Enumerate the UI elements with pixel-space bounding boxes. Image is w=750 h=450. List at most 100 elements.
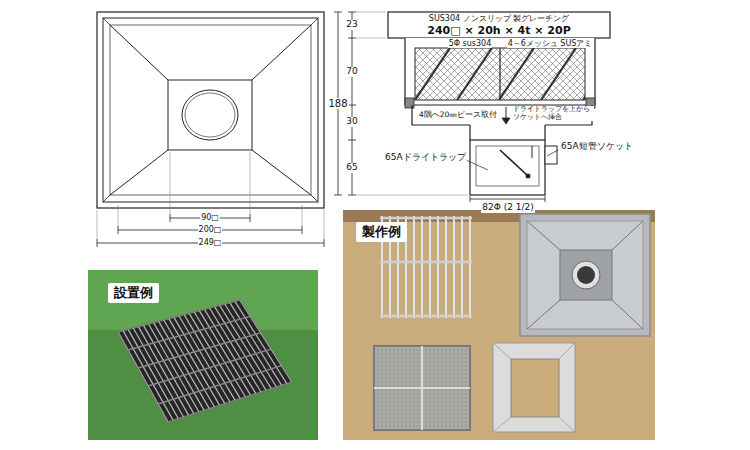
bar-5phi: [499, 48, 534, 100]
grating-crossbar: [380, 315, 472, 318]
assembly-note: ドライトラップを上から ソケットへ挿合: [512, 106, 594, 121]
grating-bars: [118, 300, 292, 422]
plan-slope-line: [311, 195, 318, 202]
socket-section: [470, 140, 545, 195]
mesh-wire: [446, 48, 498, 100]
plan-inner: [103, 18, 318, 202]
grating-bar: [453, 216, 455, 318]
extension-line: [356, 38, 386, 39]
photo-caption-box: 設置例: [108, 283, 159, 303]
mesh-hatch: [415, 48, 585, 100]
grating-crossbar: [380, 217, 472, 220]
outlet-ring: [572, 261, 600, 289]
grating-bar: [469, 216, 471, 318]
extension-line: [97, 210, 98, 239]
mesh-wire: [446, 48, 498, 100]
grating-section: [388, 12, 610, 38]
cross-bar: [148, 349, 271, 386]
insert-arrow: [506, 107, 507, 119]
dimension-tick: [545, 196, 546, 202]
mesh-wire: [495, 48, 547, 100]
frame-edge: [559, 417, 575, 432]
dry-trap: [476, 146, 539, 186]
mesh-wire: [481, 48, 533, 100]
plan-slope-line: [110, 25, 168, 80]
plan-outlet-circle: [182, 90, 238, 140]
dimension-tick: [250, 214, 251, 222]
basket-photo: [374, 346, 470, 430]
mesh-wire: [572, 48, 585, 100]
grating-bar: [445, 216, 447, 318]
extension-line: [118, 205, 119, 226]
leader-line: [547, 150, 558, 156]
mesh-wire: [432, 48, 484, 100]
dimension-tick: [348, 105, 356, 106]
mesh-wire: [537, 48, 585, 100]
dimension-label: 23: [345, 20, 358, 30]
trap-float: [532, 146, 533, 158]
mesh-wire: [572, 48, 585, 100]
insert-arrow-head: [502, 118, 510, 124]
cross-bar: [158, 366, 282, 404]
drain-box-edge: [527, 221, 560, 250]
mesh-wire: [415, 48, 456, 100]
grating-bar: [429, 216, 431, 318]
dimension-tick: [334, 12, 342, 13]
socket-pipe: [545, 146, 557, 164]
drain-box-edge: [527, 300, 560, 329]
photo-caption: 製作例: [362, 224, 401, 240]
grating-bar: [461, 216, 463, 318]
drain-box-edge: [612, 300, 643, 329]
drain-box-photo: [520, 214, 650, 336]
grating-bar: [421, 216, 423, 318]
mesh-wire: [415, 48, 456, 100]
spec-text: 240□ × 20h × 4t × 20P: [426, 25, 571, 37]
frame-photo: [493, 343, 575, 432]
body-section: [405, 38, 595, 105]
dimension-tick: [348, 12, 356, 13]
assembly-note: 4隅へ20㎜ピース取付: [418, 111, 498, 119]
basket-divider: [499, 48, 500, 100]
outlet-hole: [577, 266, 595, 284]
plan-slope-line: [311, 18, 318, 25]
mesh-wire: [481, 48, 533, 100]
dimension-tick: [348, 195, 356, 196]
mesh-wire: [488, 48, 540, 100]
drain-box-inner: [527, 221, 643, 329]
mesh-wire: [474, 48, 526, 100]
mesh-wire: [537, 48, 585, 100]
corner-piece: [405, 98, 414, 108]
photo-kraft-bg: [343, 210, 655, 440]
mesh-wire: [530, 48, 582, 100]
drain-box-edge: [612, 221, 643, 250]
mesh-wire: [523, 48, 575, 100]
frame-edge: [493, 417, 511, 432]
dimension-label: 30: [345, 117, 358, 127]
dimension-tick: [334, 195, 342, 196]
dimension-label: 188: [327, 98, 348, 109]
photo-caption-box: 製作例: [356, 222, 407, 242]
extension-line: [302, 205, 303, 226]
spec-text: SUS304 ノンスリップ 製グレーチング: [428, 15, 570, 24]
photo-caption: 設置例: [114, 285, 153, 301]
mesh-wire: [453, 48, 505, 100]
mesh-wire: [495, 48, 547, 100]
photo-green-floor: [88, 270, 318, 440]
bar-5phi: [583, 48, 585, 100]
dimension-tick: [324, 239, 325, 247]
plan-slope-line: [252, 25, 311, 80]
mesh-wire: [530, 48, 582, 100]
basket-divider: [374, 387, 470, 389]
mesh-wire: [565, 48, 585, 100]
plan-slope-line: [103, 195, 110, 202]
frame-opening: [511, 359, 559, 417]
mesh-wire: [579, 48, 585, 100]
mesh-wire: [453, 48, 505, 100]
part-name: 65A短管ソケット: [560, 142, 634, 152]
bar-5phi: [415, 48, 450, 100]
cross-bar: [138, 333, 261, 368]
dimension-tick: [348, 140, 356, 141]
leader-line: [466, 160, 488, 170]
trap-hinge: [526, 174, 531, 179]
mesh-wire: [516, 48, 568, 100]
